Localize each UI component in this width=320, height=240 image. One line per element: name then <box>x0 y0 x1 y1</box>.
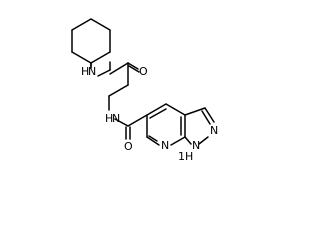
bond-nh-co <box>97 69 111 77</box>
atom-1-pyrazole: 1 <box>178 150 185 163</box>
bond-py-2 <box>165 103 186 116</box>
bond-cy-3 <box>71 51 92 64</box>
bond-pz-1 <box>184 107 206 116</box>
bond-c-carbonyl-a <box>109 62 129 75</box>
bond-pz-2b <box>201 110 211 125</box>
bond-amide-ring <box>127 114 148 127</box>
bond-cy-1 <box>71 18 92 31</box>
bond-py-1 <box>146 103 167 116</box>
atom-h-nh-top: H <box>81 65 89 78</box>
atom-o-top: O <box>139 65 148 78</box>
molecule-diagram: H N O H N O N H 1 N N <box>71 18 218 163</box>
bond-pz-2 <box>204 107 215 123</box>
bond-ch2-ch2 <box>108 84 129 97</box>
bond-pz-3 <box>198 136 209 145</box>
bond-nh-amide <box>114 118 129 127</box>
atom-n-pyridine: N <box>161 139 169 152</box>
bond-py-5b <box>148 135 158 142</box>
bond-pz-4 <box>184 136 192 145</box>
bond-py-1b <box>149 108 167 119</box>
atom-n-nh-mid: N <box>112 112 120 125</box>
bond-py-4 <box>170 136 186 146</box>
atom-n1-pyrazole: N <box>192 139 200 152</box>
atom-o-bottom: O <box>124 140 133 153</box>
bond-c-o-double-1 <box>127 62 139 70</box>
atom-n-nh-top: N <box>88 65 96 78</box>
atom-h-nh-mid: H <box>105 112 113 125</box>
bond-cy-4 <box>90 51 111 64</box>
bond-cy-6 <box>90 18 111 31</box>
bond-c-o-double-2 <box>128 65 140 73</box>
structure-svg: H N O H N O N H 1 N N <box>71 18 218 163</box>
bond-py-5 <box>146 136 160 146</box>
atom-n2-pyrazole: N <box>210 124 218 137</box>
atom-h-pyrazole: H <box>185 150 193 163</box>
